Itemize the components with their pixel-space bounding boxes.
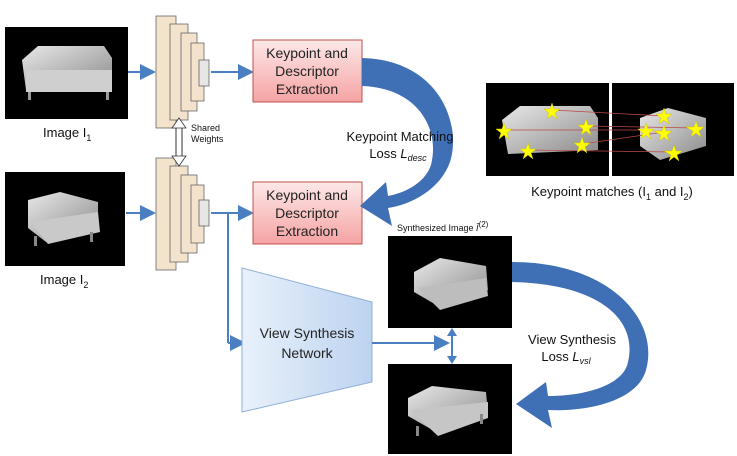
shared-weights-label-1: Shared — [191, 123, 220, 133]
star-icon — [495, 122, 513, 140]
kde-bottom-line-2: Descriptor — [275, 205, 339, 221]
star-icon — [543, 102, 561, 120]
compare-arrow-up-icon — [447, 328, 457, 336]
star-icon — [685, 120, 705, 138]
star-icon — [637, 122, 655, 140]
synthesized-image — [388, 236, 512, 328]
keypoint-stars — [495, 102, 705, 162]
kde-top-line-1: Keypoint and — [266, 45, 348, 61]
star-icon — [519, 142, 537, 160]
shared-weights-label-2: Weights — [191, 134, 224, 144]
encoder-top — [155, 15, 210, 129]
keypoint-loss-label: Keypoint Matching — [347, 129, 454, 144]
shared-weights-arrow — [171, 117, 187, 167]
encoder-bottom — [155, 157, 210, 271]
target-image — [388, 364, 512, 454]
keypoint-matches-image — [486, 83, 734, 176]
sofa-icon — [28, 192, 100, 246]
vsn-label-line-2: Network — [281, 345, 333, 361]
keypoint-matches-caption: Keypoint matches (I1 and I2) — [531, 184, 693, 202]
image-1 — [5, 27, 128, 119]
sofa-icon — [22, 46, 112, 100]
vsl-loss-arrow — [512, 262, 649, 428]
vsl-loss-label: View Synthesis — [528, 332, 616, 347]
star-icon — [653, 124, 673, 142]
star-icon — [573, 136, 591, 154]
compare-arrow-down-icon — [447, 356, 457, 364]
kde-box-top: Keypoint and Descriptor Extraction — [252, 39, 363, 103]
keypoint-loss-arrow — [360, 58, 454, 226]
vsn-label-line-1: View Synthesis — [260, 325, 355, 341]
image-1-caption: Image I1 — [43, 125, 91, 143]
synth-caption: Synthesized Image Î(2) — [397, 220, 489, 233]
keypoint-loss-formula: Loss Ldesc — [369, 146, 427, 163]
star-icon — [577, 118, 595, 136]
kde-top-line-3: Extraction — [276, 81, 338, 97]
match-lines — [504, 109, 697, 153]
vsl-loss-formula: Loss Lvsl — [541, 349, 591, 366]
image-2-caption: Image I2 — [40, 272, 88, 290]
kde-bottom-line-1: Keypoint and — [266, 187, 348, 203]
star-icon — [663, 144, 683, 162]
kde-top-line-2: Descriptor — [275, 63, 339, 79]
view-synthesis-network: View Synthesis Network — [241, 267, 373, 413]
star-icon — [655, 107, 673, 125]
kde-box-bottom: Keypoint and Descriptor Extraction — [252, 181, 363, 245]
kde-bottom-line-3: Extraction — [276, 223, 338, 239]
image-2 — [5, 172, 125, 266]
